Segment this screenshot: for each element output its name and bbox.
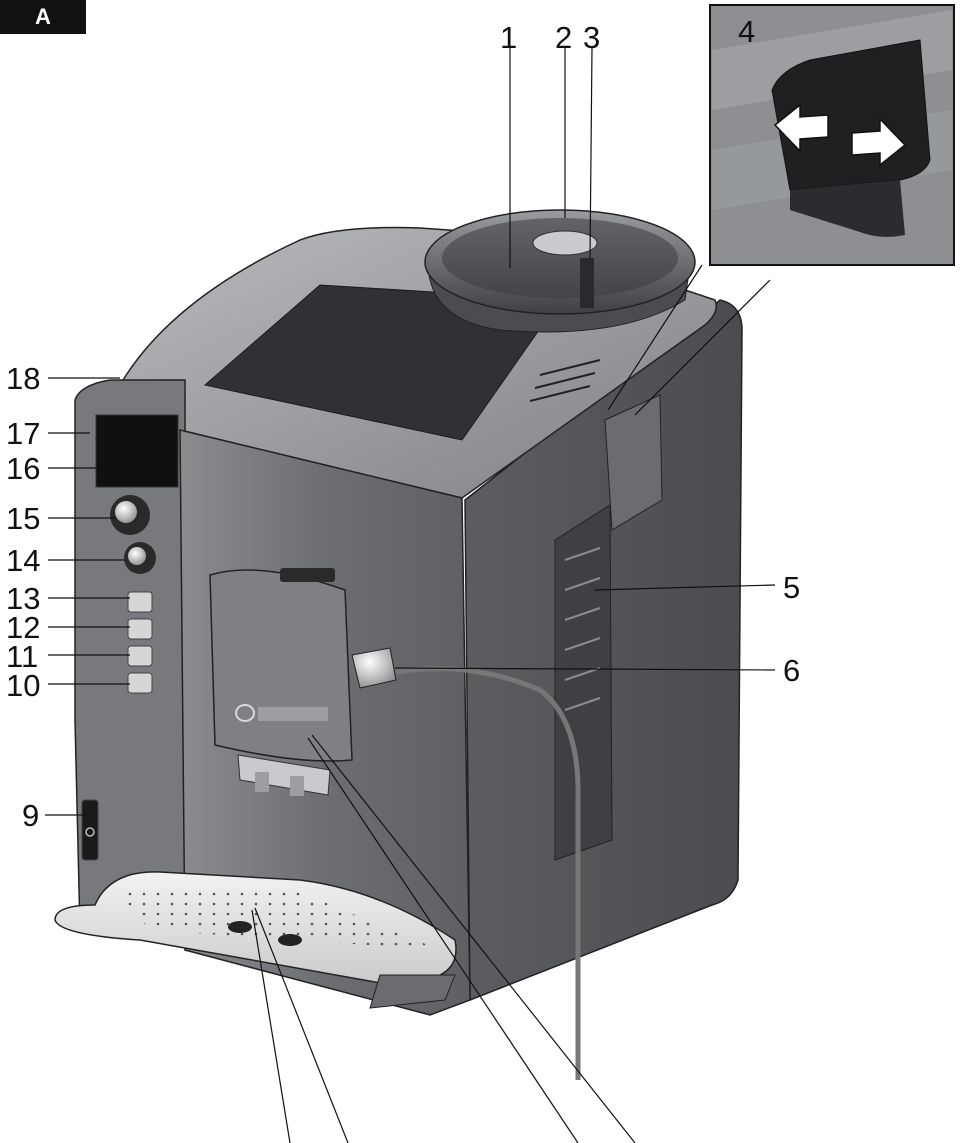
- arrow-right: [851, 117, 907, 167]
- lid-knob: [532, 230, 598, 256]
- callout-18: 18: [6, 361, 41, 396]
- callout-4: 4: [738, 14, 756, 49]
- display: [95, 414, 179, 488]
- grind-setting: [580, 258, 594, 308]
- callout-9: 9: [22, 798, 40, 833]
- callout-14: 14: [6, 543, 41, 578]
- button-10: [127, 672, 153, 694]
- figure-tag: A: [0, 0, 86, 34]
- callout-1: 1: [500, 20, 518, 55]
- machine-body: [74, 226, 743, 1016]
- dispenser: [209, 568, 353, 796]
- callout-11: 11: [6, 639, 39, 674]
- drain-hole-left: [228, 921, 252, 933]
- inset-detail: [709, 4, 955, 266]
- callout-13: 13: [6, 581, 41, 616]
- callout-12: 12: [6, 610, 41, 645]
- drain-hole-right: [278, 934, 302, 946]
- button-12: [127, 618, 153, 640]
- side-vent: [554, 504, 613, 861]
- callout-6: 6: [783, 653, 801, 688]
- callout-15: 15: [6, 501, 41, 536]
- button-13: [127, 591, 153, 613]
- arrow-left: [773, 103, 829, 153]
- callout-17: 17: [6, 416, 41, 451]
- leader-lines: [45, 47, 776, 1143]
- callout-3: 3: [583, 20, 601, 55]
- callout-5: 5: [783, 570, 801, 605]
- callout-16: 16: [6, 451, 41, 486]
- button-11: [127, 645, 153, 667]
- power-switch: [81, 799, 99, 861]
- water-tank-handle: [604, 394, 663, 531]
- callout-2: 2: [555, 20, 573, 55]
- callout-10: 10: [6, 668, 41, 703]
- bean-container: [424, 209, 696, 333]
